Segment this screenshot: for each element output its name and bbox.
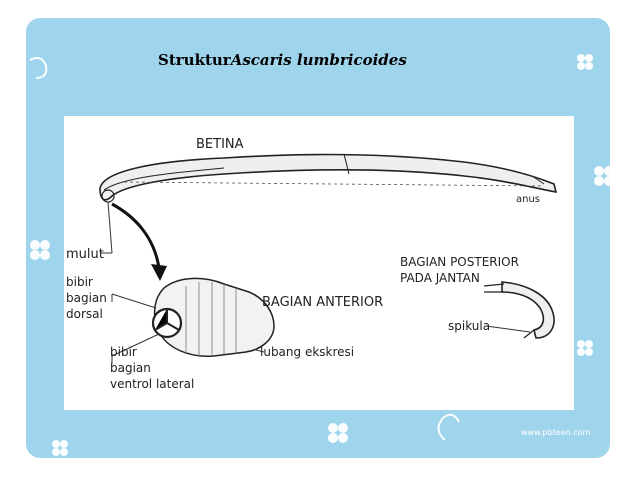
label-anus: anus xyxy=(516,194,540,205)
label-bibir-dorsal-3: dorsal xyxy=(66,307,103,321)
label-bibir-dorsal-2: bagian xyxy=(66,291,107,305)
flower-decor xyxy=(30,240,50,260)
female-worm-body xyxy=(99,153,558,201)
ascaris-diagram: BETINA anus mulut bibir bagian dorsal bi… xyxy=(66,137,558,391)
male-posterior xyxy=(483,281,555,339)
label-betina: BETINA xyxy=(196,137,244,152)
label-bibir-ventral-3: ventrol lateral xyxy=(110,377,194,391)
slide-title: StrukturAscaris lumbricoides xyxy=(158,51,407,69)
female-worm-stripes xyxy=(123,181,545,187)
label-spikula: spikula xyxy=(448,319,490,333)
title-prefix: Struktur xyxy=(158,51,231,69)
watermark: www.pbteen.com xyxy=(521,428,591,437)
flower-decor xyxy=(577,54,593,70)
leader-lines xyxy=(100,175,545,364)
flower-decor xyxy=(52,440,68,456)
flower-decor xyxy=(328,423,348,443)
flower-decor xyxy=(594,166,614,186)
title-species: Ascaris lumbricoides xyxy=(230,51,407,69)
label-bibir-ventral-2: bagian xyxy=(110,361,151,375)
anterior-head xyxy=(151,277,275,357)
swirl-decor xyxy=(437,413,460,441)
label-mulut: mulut xyxy=(66,247,104,262)
label-posterior-2: PADA JANTAN xyxy=(400,271,480,285)
label-bibir-ventral-1: bibir xyxy=(110,345,137,359)
tail-tick xyxy=(343,153,350,175)
diagram-panel: BETINA anus mulut bibir bagian dorsal bi… xyxy=(64,116,574,410)
zoom-arrow xyxy=(111,202,161,269)
zoom-arrowhead xyxy=(151,264,167,281)
label-posterior-1: BAGIAN POSTERIOR xyxy=(400,255,519,269)
label-lubang-ekskresi: lubang ekskresi xyxy=(260,345,354,359)
label-bagian-anterior: BAGIAN ANTERIOR xyxy=(262,295,383,310)
flower-decor xyxy=(577,340,593,356)
swirl-decor xyxy=(29,57,48,79)
label-bibir-dorsal-1: bibir xyxy=(66,275,93,289)
